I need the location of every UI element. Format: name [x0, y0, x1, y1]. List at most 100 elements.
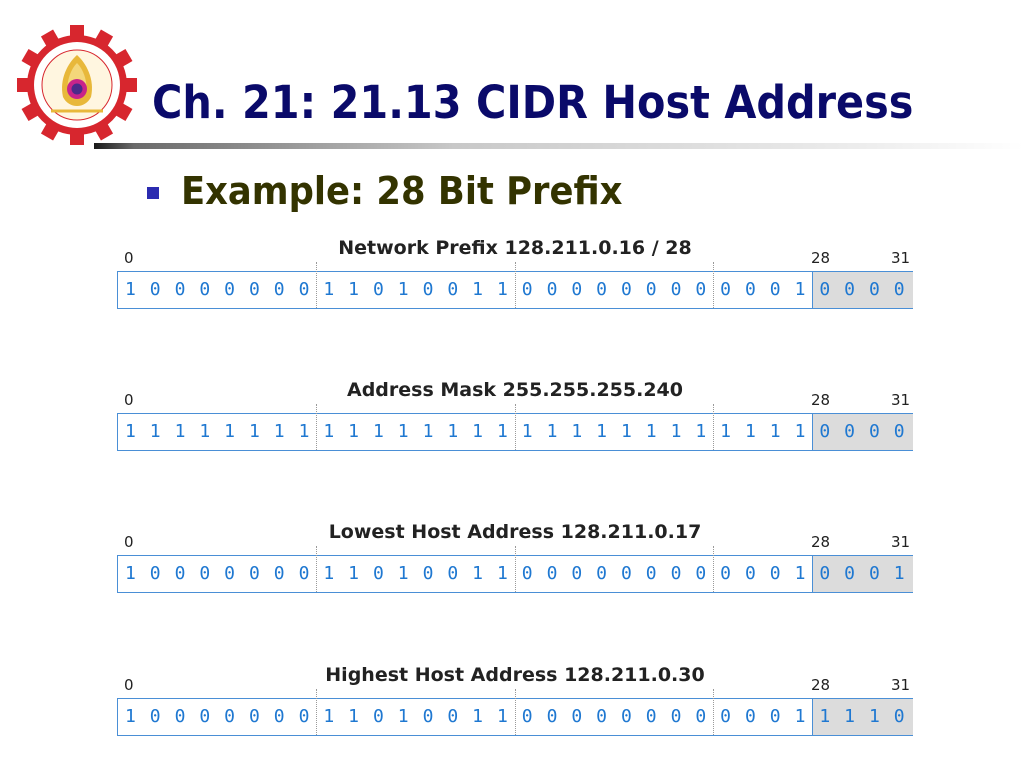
slide-title: Ch. 21: 21.13 CIDR Host Address: [152, 76, 914, 129]
bit-cell: 0: [720, 279, 731, 300]
bit-cell: 1: [348, 706, 359, 727]
bit-cell: 1: [496, 279, 508, 300]
bit-cell: 1: [447, 421, 459, 442]
bit-cell: 1: [893, 563, 905, 584]
bit-cell: 0: [769, 563, 781, 584]
bit-cell: 1: [794, 563, 806, 584]
bit-cell: 1: [348, 421, 359, 442]
host-bits-highlight: [812, 414, 913, 450]
bit-cell: 0: [868, 563, 880, 584]
bit-cell: 0: [447, 706, 459, 727]
bit-cell: 1: [819, 706, 831, 727]
bit-cell: 0: [645, 563, 657, 584]
bit-cell: 0: [695, 563, 707, 584]
bit-cell: 0: [372, 279, 384, 300]
bit-cell: 0: [447, 563, 459, 584]
bit-cell: 1: [124, 279, 136, 300]
bit-cell: 0: [819, 563, 831, 584]
bit-cell: 1: [323, 563, 335, 584]
bit-cell: 1: [372, 421, 384, 442]
bit-cell: 1: [571, 421, 583, 442]
bit-cell: 1: [496, 706, 508, 727]
bit-cell: 0: [174, 279, 186, 300]
bit-cell: 1: [496, 421, 508, 442]
bit-position-28: 28: [811, 533, 831, 551]
bit-cell: 0: [224, 706, 235, 727]
bit-cell: 0: [199, 563, 211, 584]
bit-cell: 0: [670, 706, 682, 727]
bit-cell: 1: [224, 421, 235, 442]
lowest-host-diagram: Lowest Host Address 128.211.0.17 0 28 31…: [117, 519, 913, 599]
octet-separator: [713, 689, 715, 735]
octet-separator: [713, 546, 715, 592]
bit-cell: 0: [546, 563, 558, 584]
bit-cell: 0: [149, 706, 161, 727]
bit-cell: 0: [546, 279, 558, 300]
bit-cell: 0: [620, 706, 632, 727]
bit-cell: 0: [149, 279, 161, 300]
bit-cell: 0: [174, 563, 186, 584]
bit-cell: 1: [472, 563, 483, 584]
bit-position-28: 28: [811, 676, 831, 694]
octet-separator: [514, 404, 516, 450]
bit-cell: 1: [844, 706, 855, 727]
bit-cell: 0: [248, 279, 260, 300]
bit-cell: 0: [571, 563, 583, 584]
bit-cell: 1: [298, 421, 310, 442]
bit-position-31: 31: [891, 249, 911, 267]
title-divider: [94, 143, 1024, 149]
bit-cell: 0: [248, 563, 260, 584]
bit-position-start: 0: [124, 391, 134, 409]
bit-cell: 1: [769, 421, 781, 442]
bit-cell: 0: [744, 279, 756, 300]
bit-cell: 0: [521, 279, 533, 300]
bit-cell: 0: [199, 706, 211, 727]
octet-separator: [713, 404, 715, 450]
bit-cell: 1: [720, 421, 731, 442]
bit-cell: 0: [447, 279, 459, 300]
bit-cell: 0: [868, 421, 880, 442]
bit-cell: 1: [472, 706, 483, 727]
bit-position-start: 0: [124, 533, 134, 551]
university-logo: [17, 25, 137, 145]
bit-cell: 1: [645, 421, 657, 442]
diagram-title: Highest Host Address 128.211.0.30: [325, 664, 705, 686]
bit-cell: 1: [397, 421, 409, 442]
host-bits-highlight: [812, 699, 913, 735]
bit-cell: 0: [720, 706, 731, 727]
octet-separator: [316, 689, 318, 735]
bit-cell: 1: [521, 421, 533, 442]
bit-position-28: 28: [811, 249, 831, 267]
bit-cell: 0: [844, 563, 855, 584]
bit-cell: 1: [472, 421, 483, 442]
bit-cell: 0: [521, 563, 533, 584]
bit-cell: 0: [695, 279, 707, 300]
bit-cell: 0: [422, 563, 434, 584]
bit-position-31: 31: [891, 676, 911, 694]
bit-cell: 1: [397, 706, 409, 727]
bit-cell: 0: [298, 279, 310, 300]
bit-cell: 0: [596, 563, 607, 584]
bit-cell: 0: [620, 563, 632, 584]
octet-separator: [316, 546, 318, 592]
bit-cell: 1: [744, 421, 756, 442]
bit-cell: 0: [174, 706, 186, 727]
bit-cell: 0: [372, 563, 384, 584]
bit-cell: 1: [546, 421, 558, 442]
octet-separator: [713, 262, 715, 308]
bit-cell: 1: [670, 421, 682, 442]
bit-cell: 0: [199, 279, 211, 300]
bit-cell: 0: [224, 279, 235, 300]
bit-cell: 0: [695, 706, 707, 727]
bit-cell: 1: [124, 421, 136, 442]
bit-cell: 0: [769, 706, 781, 727]
bit-cell: 1: [794, 421, 806, 442]
bit-cell: 0: [372, 706, 384, 727]
bit-cell: 0: [844, 421, 855, 442]
bit-cell: 1: [397, 279, 409, 300]
bit-cell: 1: [620, 421, 632, 442]
bit-cell: 0: [298, 706, 310, 727]
bit-position-28: 28: [811, 391, 831, 409]
